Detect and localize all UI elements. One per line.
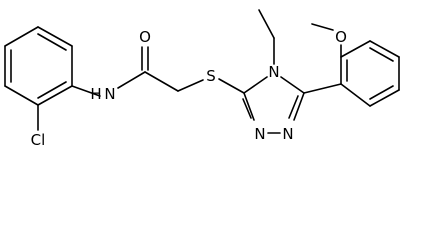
amide-nitrogen-label: N	[104, 85, 115, 103]
sulfur-label: S	[206, 67, 216, 85]
amide-hydrogen-label: H	[90, 85, 101, 103]
o-methyl-bond	[311, 23, 334, 31]
ring-n4-label: N	[268, 63, 279, 81]
molecule-drawing: Cl N H O S N N N O	[4, 9, 400, 149]
carbonyl-oxygen-label: O	[139, 28, 151, 46]
carbonyl-ch2-bond	[144, 71, 179, 92]
s-triazole-bond	[218, 78, 245, 94]
ring-n2-label: N	[254, 125, 265, 143]
chlorine-label: Cl	[31, 131, 46, 149]
methoxyphenyl-ring	[340, 40, 400, 107]
ring-n1-label: N	[282, 125, 293, 143]
chlorophenyl-ring	[4, 26, 73, 106]
ethyl-cc-bond	[258, 9, 275, 39]
triazole-ring	[242, 76, 305, 134]
methoxy-oxygen-label: O	[335, 28, 347, 46]
triazole-aryl-bond	[303, 83, 342, 94]
n-carbonyl-bond	[117, 71, 146, 89]
ch2-s-bond	[177, 79, 204, 92]
aryl-n-bond	[71, 85, 101, 97]
structure-svg: Cl N H O S N N N O	[4, 9, 400, 149]
